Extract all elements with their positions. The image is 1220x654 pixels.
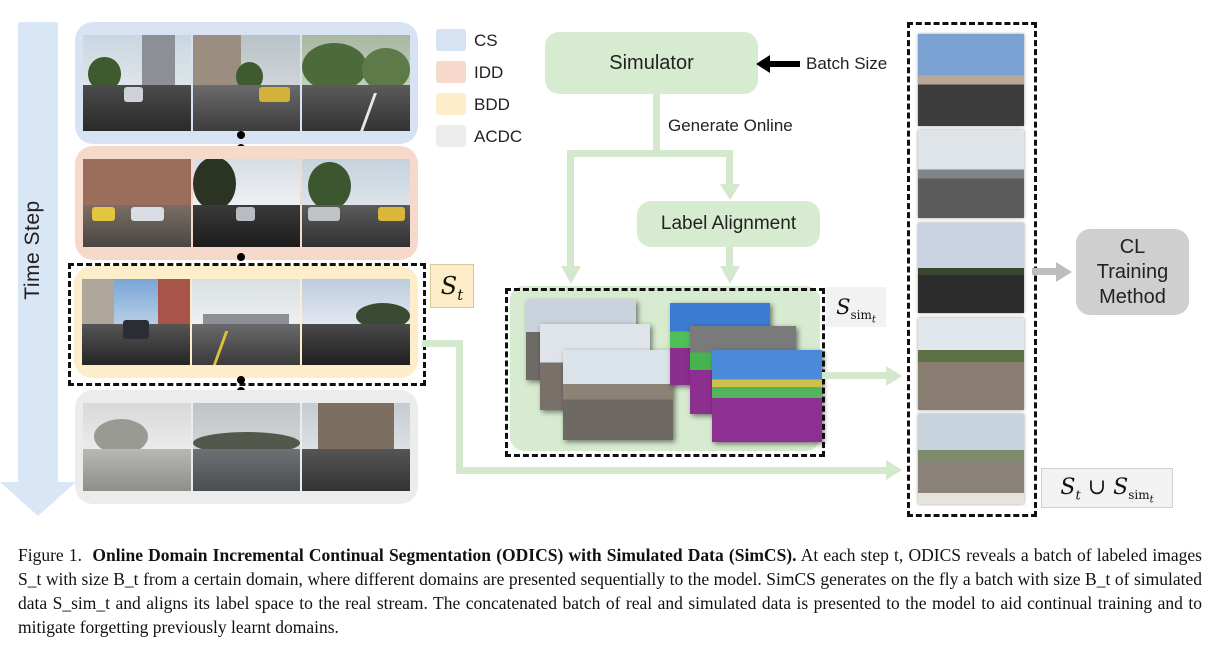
sequence-dot <box>237 131 245 139</box>
label-alignment-box: Label Alignment <box>637 201 820 247</box>
sequence-dot <box>237 376 245 384</box>
bdd-image-1 <box>82 279 190 365</box>
sim-label-map-3 <box>712 350 822 442</box>
caption-body: At each step t, ODICS reveals a batch of… <box>18 545 1202 637</box>
cs-image-2 <box>192 35 301 131</box>
legend-label-cs: CS <box>474 31 498 50</box>
connector <box>1032 268 1058 275</box>
connector <box>653 94 660 154</box>
cl-line-3: Method <box>1099 286 1166 308</box>
arrowhead <box>720 266 740 284</box>
generate-online-label: Generate Online <box>668 116 793 135</box>
legend-swatch-cs <box>436 29 466 51</box>
connector <box>422 340 462 347</box>
bdd-panel <box>74 266 418 378</box>
legend-swatch-acdc <box>436 125 466 147</box>
sim-image-3 <box>563 350 673 440</box>
cs-image-3 <box>302 35 411 131</box>
time-step-arrow <box>18 22 58 484</box>
cs-panel <box>75 22 418 144</box>
connector <box>567 150 733 157</box>
bdd-image-2 <box>192 279 300 365</box>
concat-image-1 <box>918 34 1024 126</box>
concat-image-4 <box>918 318 1024 410</box>
idd-image-2 <box>192 159 301 247</box>
ssim-label: Ssimt <box>826 287 886 327</box>
cl-line-1: CL <box>1119 236 1146 258</box>
acdc-image-3 <box>302 403 411 491</box>
connector <box>726 247 733 269</box>
caption-title: Online Domain Incremental Continual Segm… <box>92 545 797 565</box>
current-batch-outline <box>68 263 426 386</box>
connector <box>822 372 888 379</box>
cl-training-method-box: CL Training Method <box>1076 229 1189 315</box>
concat-image-5 <box>918 414 1024 504</box>
caption-figure-number: Figure 1. <box>18 545 83 565</box>
arrowhead <box>720 184 740 200</box>
bdd-image-3 <box>302 279 410 365</box>
legend-swatch-idd <box>436 61 466 83</box>
idd-image-1 <box>83 159 191 247</box>
concat-image-2 <box>918 130 1024 218</box>
arrowhead <box>1056 262 1072 282</box>
acdc-image-1 <box>83 403 191 491</box>
union-label: St ∪ Ssimt <box>1041 468 1173 508</box>
idd-panel <box>75 146 418 260</box>
connector <box>456 467 888 474</box>
arrowhead <box>561 266 581 284</box>
time-step-label: Time Step <box>21 200 44 300</box>
acdc-panel <box>75 390 418 504</box>
arrowhead <box>886 366 902 386</box>
connector <box>567 150 574 268</box>
batch-size-label: Batch Size <box>806 54 888 73</box>
legend-label-bdd: BDD <box>474 95 510 114</box>
simulator-box: Simulator <box>545 32 758 94</box>
figure-caption: Figure 1. Online Domain Incremental Cont… <box>18 543 1202 639</box>
connector <box>726 150 733 186</box>
time-step-arrowhead <box>0 482 76 516</box>
batch-size-arrow <box>756 55 800 73</box>
cl-line-2: Training <box>1096 261 1169 283</box>
idd-image-3 <box>302 159 411 247</box>
cs-image-1 <box>83 35 191 131</box>
acdc-image-2 <box>192 403 301 491</box>
st-label: St <box>430 264 474 308</box>
concat-image-3 <box>918 223 1024 313</box>
legend-swatch-bdd <box>436 93 466 115</box>
legend-label-idd: IDD <box>474 63 504 82</box>
connector <box>456 340 463 474</box>
arrowhead <box>886 460 902 480</box>
sequence-dot <box>237 253 245 261</box>
legend-label-acdc: ACDC <box>474 127 523 146</box>
